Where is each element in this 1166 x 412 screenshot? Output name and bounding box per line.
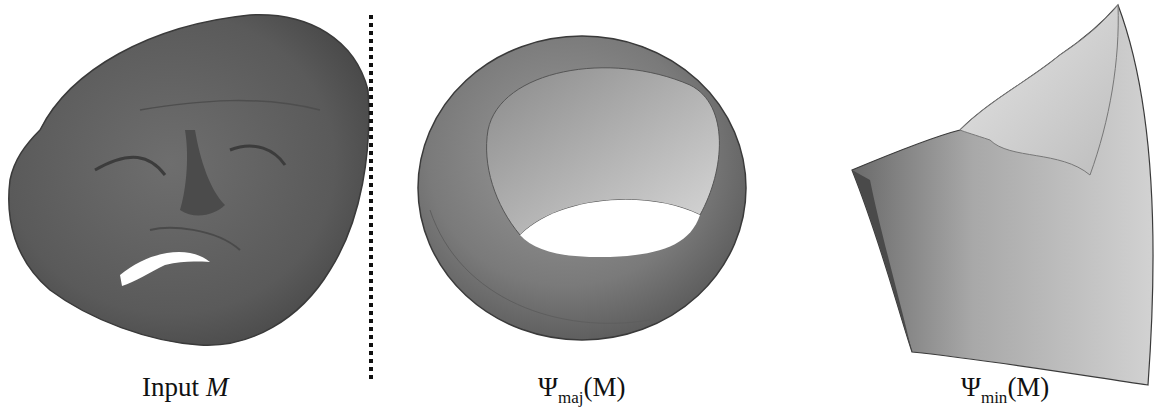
minor-caption: Ψmin(M) <box>961 374 1049 401</box>
major-caption: Ψmaj(M) <box>538 374 625 401</box>
caption-text: Ψ <box>961 372 981 402</box>
input-caption: InputM <box>142 374 229 401</box>
face-mesh <box>9 15 369 345</box>
caption-text: M <box>206 372 229 402</box>
min-surface-mesh <box>852 5 1153 385</box>
dotted-separator <box>369 15 373 380</box>
caption-text: Input <box>142 372 199 402</box>
subscript: maj <box>558 388 584 407</box>
caption-text: Ψ <box>538 372 558 402</box>
caption-text: (M) <box>583 372 625 402</box>
torus-mesh <box>418 36 746 340</box>
subscript: min <box>981 388 1007 407</box>
caption-text: (M) <box>1007 372 1049 402</box>
